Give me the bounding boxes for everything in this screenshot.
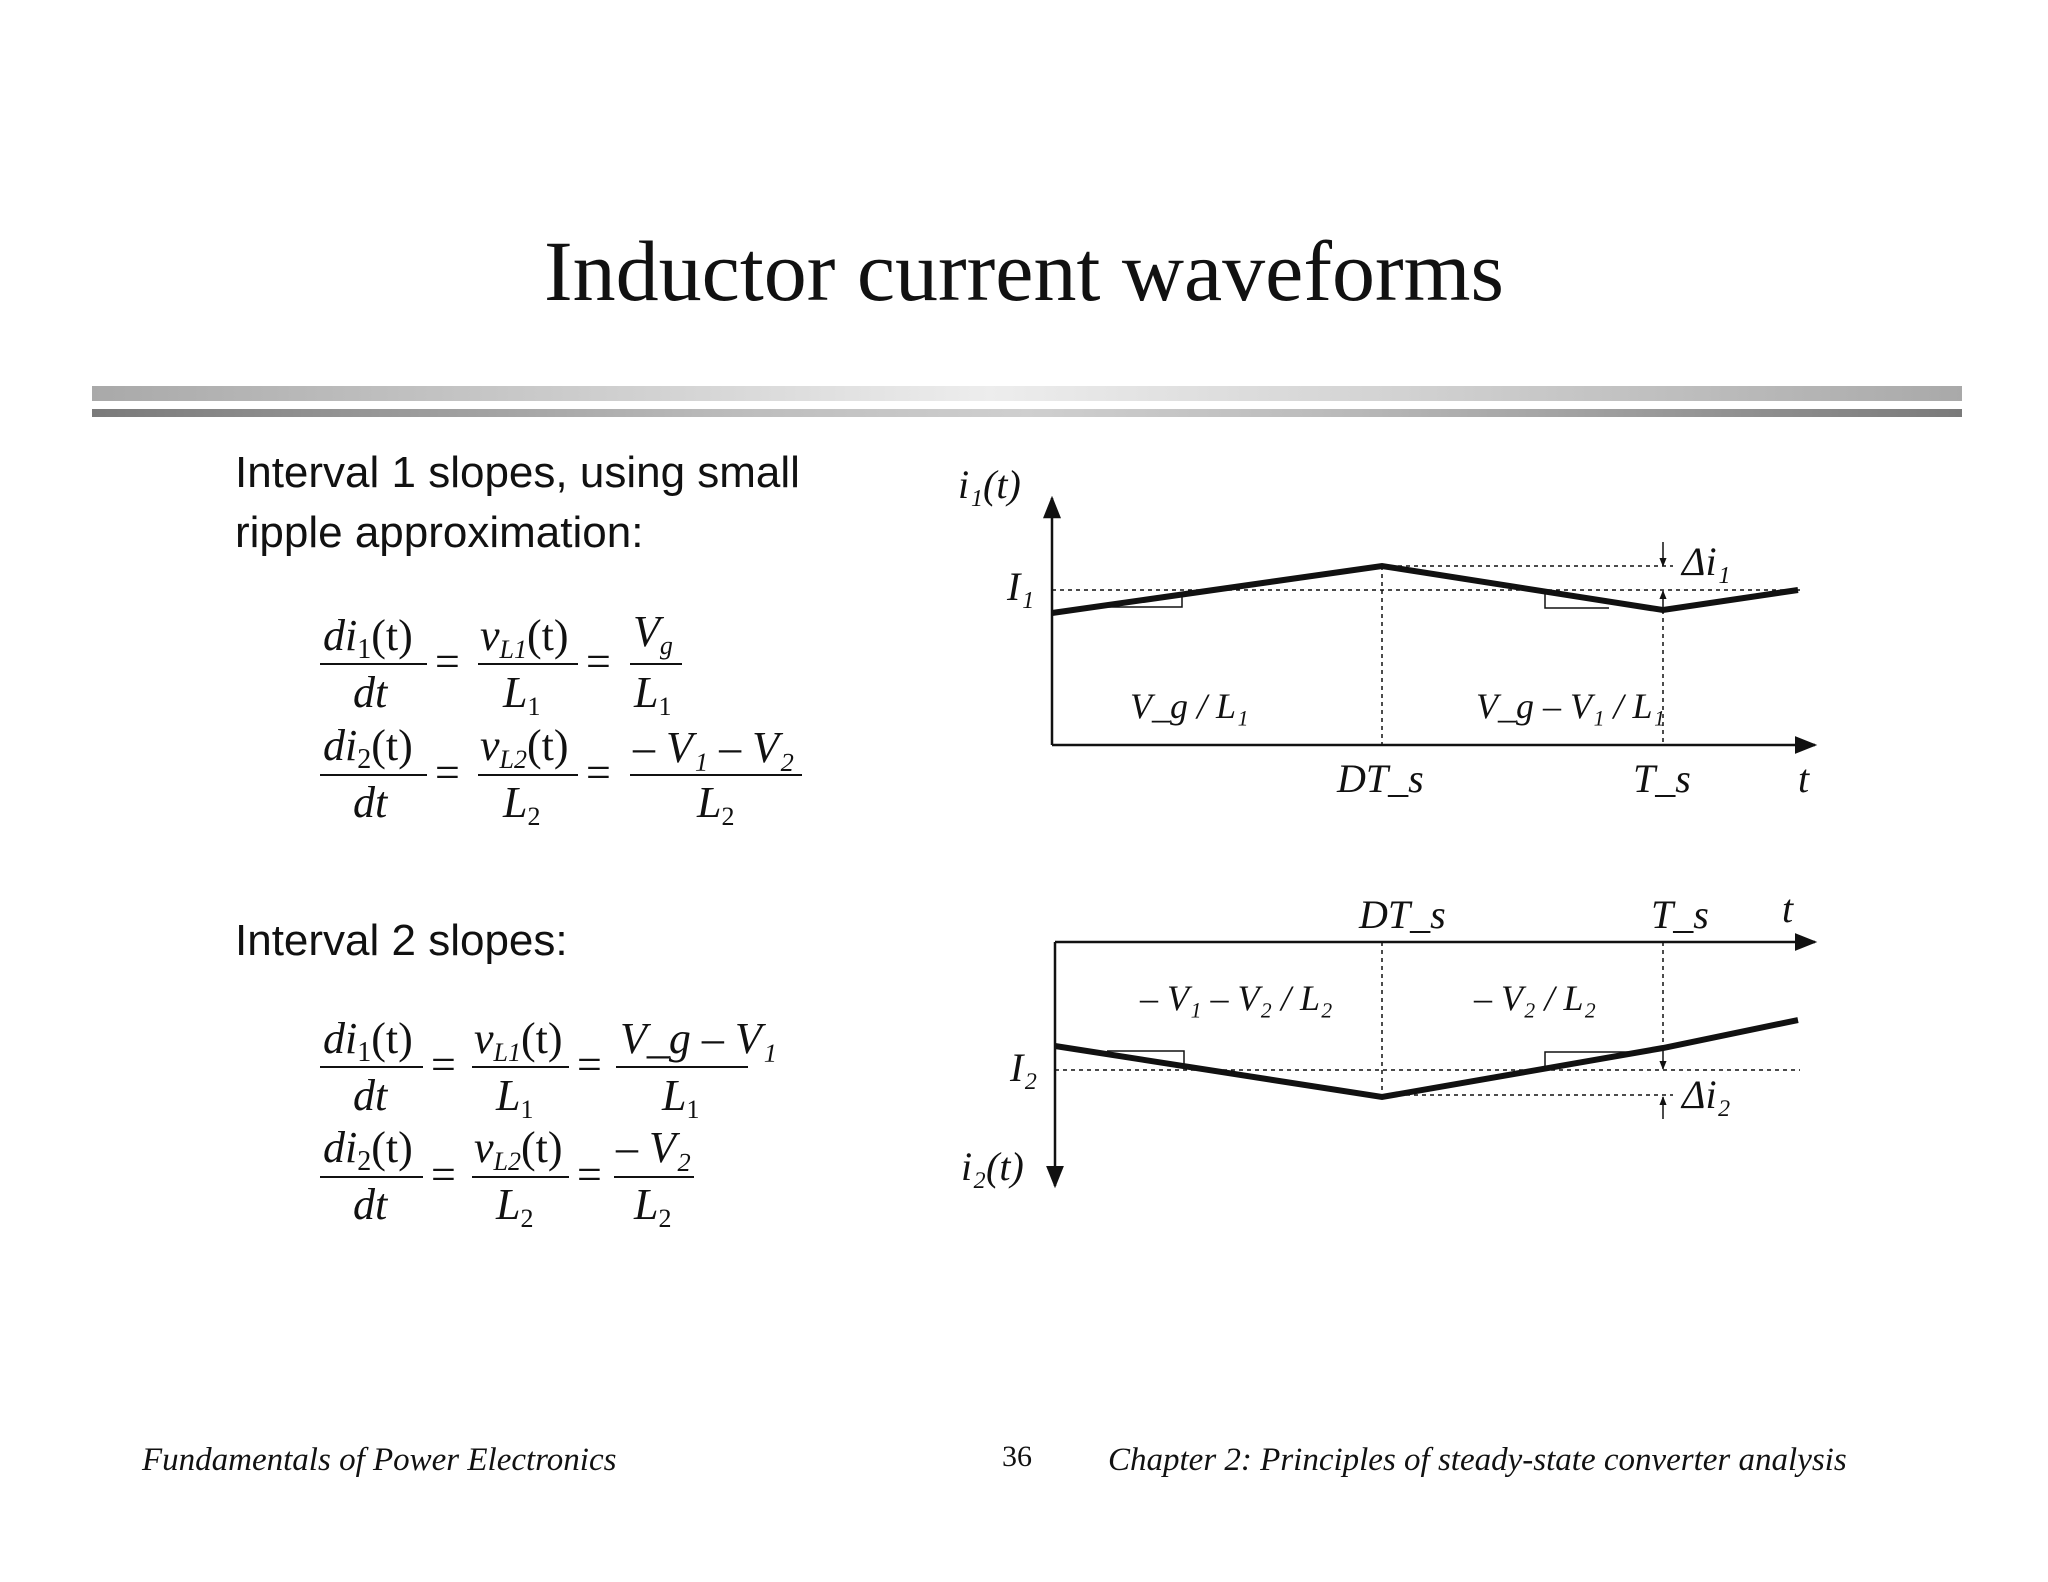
footer-page-number: 36 [1002,1440,1032,1473]
i1-ripple-label: Δi₁ [1680,539,1731,584]
svg-text:L1: L1 [495,1071,533,1124]
i1-dc-label: I₁ [1006,564,1034,609]
svg-text:L1: L1 [633,668,671,721]
svg-text:=: = [577,1040,602,1089]
equation-interval2-i2: di2(t) dt = vL2(t) L2 = – V₂ L2 [320,1123,694,1233]
svg-text:vL2(t): vL2(t) [474,1123,563,1176]
waveform-i2: DT_s T_s t I₂ Δi₂ i₂(t) – V₁ – V₂ / L₂ –… [961,886,1818,1189]
svg-text:L2: L2 [502,778,540,831]
svg-text:dt: dt [353,1071,389,1120]
i1-ts-label: T_s [1633,756,1691,801]
svg-text:L2: L2 [633,1180,671,1233]
i2-ts-label: T_s [1651,892,1709,937]
svg-text:– V₁ – V₂: – V₁ – V₂ [632,723,794,772]
i1-slope-triangle-1 [1093,594,1183,608]
waveform-i1: i₁(t) I₁ Δi₁ DT_s T_s t V_g / L₁ V_g – V… [958,462,1818,801]
i1-waveform [1051,562,1799,616]
svg-text:vL1(t): vL1(t) [474,1014,563,1067]
svg-text:=: = [586,637,611,686]
svg-text:vL2(t): vL2(t) [480,721,569,774]
i2-axis-label: i₂(t) [961,1144,1024,1189]
i2-dts-label: DT_s [1358,892,1446,937]
svg-text:=: = [586,748,611,797]
title-divider-bottom [92,409,1962,417]
title-divider-top [92,386,1962,401]
svg-text:=: = [577,1150,602,1199]
svg-text:– V₂: – V₂ [615,1123,691,1172]
svg-text:di1(t): di1(t) [323,1014,413,1068]
footer-book-title: Fundamentals of Power Electronics [142,1442,617,1478]
svg-text:dt: dt [353,778,389,827]
i1-slope-triangle-2 [1544,594,1609,609]
interval-2-heading: Interval 2 slopes: [235,916,568,965]
equation-interval1-i2: di2(t) dt = vL2(t) L2 = – V₁ – V₂ L2 [320,721,802,831]
svg-text:di2(t): di2(t) [323,1123,413,1177]
i2-slope-label-1: – V₁ – V₂ / L₂ [1139,978,1333,1018]
svg-text:dt: dt [353,1180,389,1229]
slide-title: Inductor current waveforms [544,223,1504,319]
i1-slope-label-1: V_g / L₁ [1130,686,1249,726]
svg-text:di1(t): di1(t) [323,611,413,665]
equation-interval1-i1: di1(t) dt = vL1(t) L1 = Vg L1 [320,607,682,721]
svg-text:Vg: Vg [633,607,673,660]
i2-slope-label-2: – V₂ / L₂ [1473,978,1596,1018]
i2-slope-triangle-1 [1107,1050,1185,1064]
svg-text:vL1(t): vL1(t) [480,611,569,664]
i2-waveform [1054,1017,1799,1101]
footer-chapter: Chapter 2: Principles of steady-state co… [1108,1442,1847,1478]
svg-text:V_g – V₁: V_g – V₁ [620,1014,777,1063]
svg-text:=: = [431,1040,456,1089]
svg-text:L1: L1 [502,668,540,721]
svg-text:L2: L2 [696,778,734,831]
svg-text:=: = [435,637,460,686]
equation-interval2-i1: di1(t) dt = vL1(t) L1 = V_g – V₁ L1 [320,1014,777,1124]
i1-dts-label: DT_s [1336,756,1424,801]
i2-ripple-label: Δi₂ [1680,1072,1731,1117]
i1-slope-label-2: V_g – V₁ / L₁ [1476,686,1665,726]
interval-1-heading: Interval 1 slopes, using small ripple ap… [235,448,800,557]
svg-text:=: = [431,1150,456,1199]
svg-text:dt: dt [353,668,389,717]
i2-t-label: t [1782,886,1794,931]
svg-text:di2(t): di2(t) [323,721,413,775]
i2-slope-triangle-2 [1544,1051,1630,1066]
svg-text:L1: L1 [661,1071,699,1124]
svg-text:=: = [435,748,460,797]
i1-axis-label: i₁(t) [958,462,1021,507]
svg-text:L2: L2 [495,1180,533,1233]
i2-dc-label: I₂ [1009,1045,1037,1090]
i1-t-label: t [1798,756,1810,801]
